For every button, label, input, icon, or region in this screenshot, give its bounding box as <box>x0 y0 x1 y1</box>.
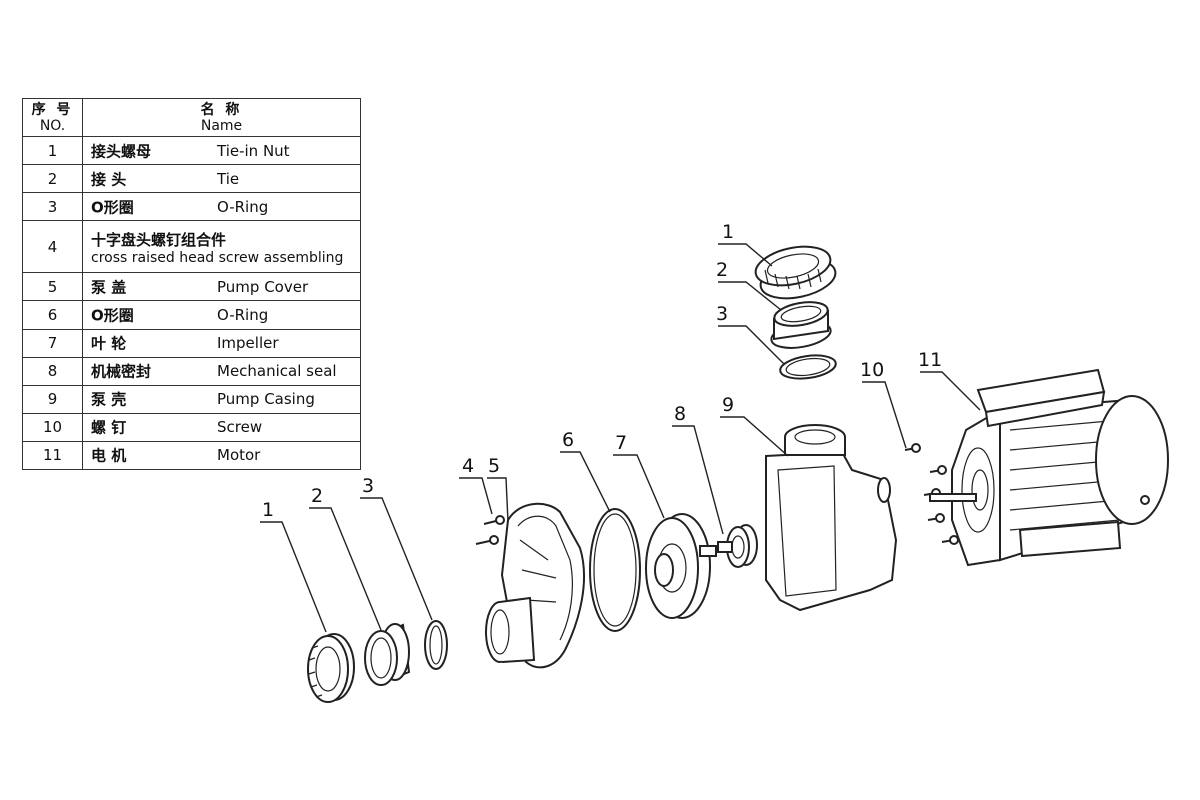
callout-5: 5 <box>488 455 500 477</box>
row-name-cell: 接 头 Tie <box>82 164 361 194</box>
callout-bottom-2: 2 <box>311 485 323 507</box>
top-tie-in-nut <box>754 245 837 300</box>
callout-4: 4 <box>462 455 474 477</box>
header-name-cell: 名 称 Name <box>82 97 361 138</box>
header-name-zh: 名 称 <box>200 101 243 118</box>
pump-casing <box>765 424 898 612</box>
callout-top-3: 3 <box>716 303 728 325</box>
row-number: 2 <box>22 164 83 194</box>
bottom-o-ring <box>424 620 448 670</box>
header-name-en: Name <box>200 117 243 134</box>
row-name-en: Screw <box>217 418 263 437</box>
row-name-zh: 接 头 <box>91 170 127 189</box>
row-name-en: Impeller <box>217 334 279 353</box>
row-name-en: Tie-in Nut <box>217 141 290 160</box>
callout-10: 10 <box>860 359 884 381</box>
table-row: 2 接 头 Tie <box>22 164 361 194</box>
header-no-cell: 序 号 NO. <box>22 97 83 138</box>
row-name-zh: 泵 盖 <box>91 278 127 297</box>
row-number: 7 <box>22 328 83 358</box>
row-name-zh: O形圈 <box>91 198 134 217</box>
row-name-cell: 机械密封 Mechanical seal <box>82 356 361 386</box>
row-name-en: O-Ring <box>217 306 269 324</box>
table-row: 8 机械密封 Mechanical seal <box>22 356 361 386</box>
callout-top-1: 1 <box>722 221 734 243</box>
row-name-en: O-Ring <box>217 197 269 216</box>
row-name-en: Mechanical seal <box>217 362 337 381</box>
row-name-zh: O形圈 <box>91 306 134 325</box>
callout-bottom-3: 3 <box>362 475 374 497</box>
row-name-zh: 螺 钉 <box>91 418 127 437</box>
row-number: 10 <box>22 412 83 442</box>
top-o-ring <box>779 354 837 380</box>
bottom-tie <box>364 623 411 686</box>
row-name-zh: 叶 轮 <box>91 334 127 353</box>
bottom-tie-in-nut <box>307 633 355 703</box>
table-header-row: 序 号 NO. 名 称 Name <box>22 97 361 138</box>
row-number: 9 <box>22 384 83 414</box>
row-name-zh: 泵 壳 <box>91 390 127 409</box>
row-number: 11 <box>22 440 83 471</box>
row-name-zh: 机械密封 <box>91 362 152 381</box>
impeller <box>645 513 717 619</box>
callout-top-2: 2 <box>716 259 728 281</box>
row-name-cell: O形圈 O-Ring <box>82 300 361 330</box>
table-row: 10 螺 钉 Screw <box>22 412 361 442</box>
row-name-zh: 接头螺母 <box>91 142 152 161</box>
row-name-en: Pump Cover <box>217 277 309 296</box>
row-name-zh: 电 机 <box>91 446 127 465</box>
callout-7: 7 <box>615 432 627 454</box>
row-name-en: Pump Casing <box>217 390 315 409</box>
callout-6: 6 <box>562 429 574 451</box>
row-name-cell: 接头螺母 Tie-in Nut <box>82 136 361 166</box>
callout-8: 8 <box>674 403 686 425</box>
row-name-cell: 电 机 Motor <box>82 440 361 471</box>
motor <box>929 368 1169 567</box>
row-name-zh: 十字盘头螺钉组合件 <box>91 231 227 250</box>
large-o-ring <box>589 508 641 632</box>
row-name-cell: O形圈 O-Ring <box>82 192 361 222</box>
leader-lines <box>260 243 981 633</box>
row-name-en: cross raised head screw assembling <box>91 250 344 267</box>
top-tie <box>770 301 832 349</box>
callout-9: 9 <box>722 394 734 416</box>
header-no-zh: 序 号 <box>31 101 74 118</box>
pump-cover <box>485 502 586 669</box>
header-no-en: NO. <box>39 117 66 134</box>
mechanical-seal <box>717 524 758 568</box>
table-row: 11 电 机 Motor <box>22 440 361 471</box>
row-name-en: Motor <box>217 446 261 465</box>
row-name-en: Tie <box>217 169 240 188</box>
row-number: 8 <box>22 356 83 386</box>
row-number: 4 <box>22 220 83 274</box>
callout-bottom-1: 1 <box>262 499 274 521</box>
row-name-cell: 螺 钉 Screw <box>82 412 361 442</box>
callout-11: 11 <box>918 349 942 371</box>
